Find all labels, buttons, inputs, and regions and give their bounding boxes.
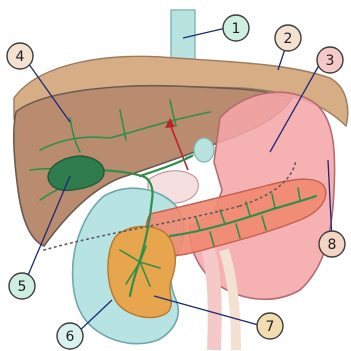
callout-7: 7 — [257, 313, 283, 339]
callout-8: 8 — [319, 231, 345, 257]
callout-6-label: 6 — [66, 329, 75, 345]
callout-3: 3 — [317, 47, 343, 73]
callout-5: 5 — [9, 273, 35, 299]
callout-2-label: 2 — [284, 31, 293, 47]
callout-8-label: 8 — [328, 237, 337, 253]
callout-7-label: 7 — [266, 319, 275, 335]
callout-4-label: 4 — [16, 49, 25, 65]
callout-5-label: 5 — [18, 279, 27, 295]
callout-6: 6 — [57, 323, 83, 349]
callout-1: 1 — [223, 15, 249, 41]
callout-1-label: 1 — [232, 21, 241, 37]
callout-3-label: 3 — [326, 53, 335, 69]
pancreas-head — [108, 226, 175, 317]
callout-2: 2 — [275, 25, 301, 51]
callout-4: 4 — [7, 43, 33, 69]
